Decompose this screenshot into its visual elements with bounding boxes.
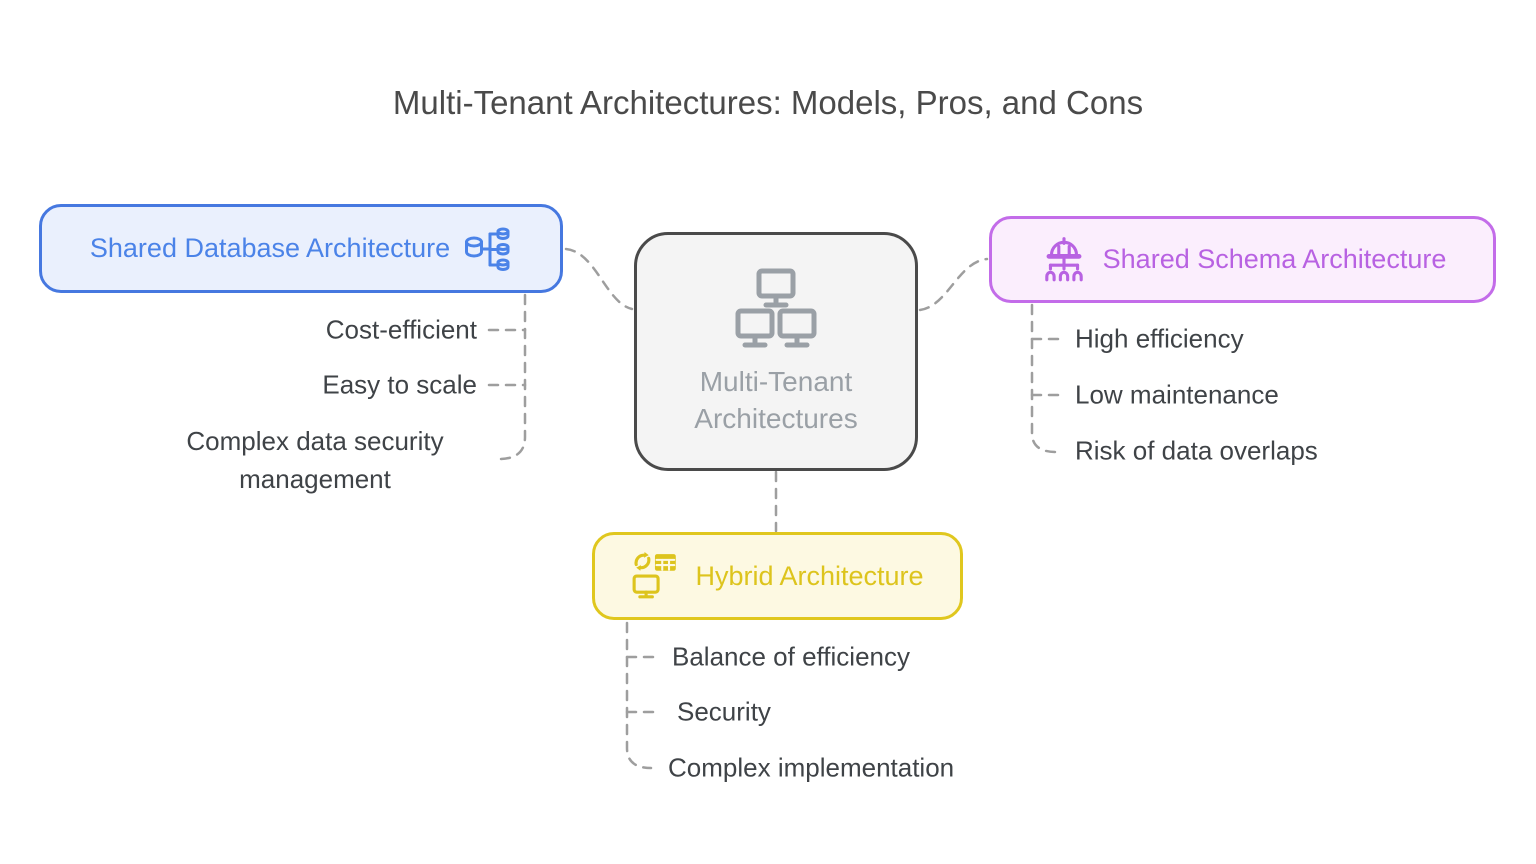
shared-schema-label: Shared Schema Architecture (1102, 244, 1447, 274)
shared-database-label: Shared Database Architecture (89, 233, 451, 263)
hybrid-branch-line (625, 621, 653, 770)
center-node-label-line1: Multi-Tenant (699, 365, 853, 397)
node-shared-database-architecture[interactable]: Shared Database Architecture (39, 204, 563, 293)
item-easy-to-scale: Easy to scale (322, 369, 477, 400)
connector-center-to-schema (918, 257, 989, 312)
page-title: Multi-Tenant Architectures: Models, Pros… (392, 84, 1144, 121)
schema-hierarchy-icon (1044, 236, 1083, 281)
connector-center-to-database (564, 247, 634, 311)
item-balance-of-efficiency: Balance of efficiency (672, 641, 910, 672)
node-shared-schema-architecture[interactable]: Shared Schema Architecture (989, 216, 1496, 303)
item-cost-efficient: Cost-efficient (325, 314, 477, 345)
node-multi-tenant-architectures[interactable]: Multi-Tenant Architectures (634, 232, 918, 471)
item-high-efficiency: High efficiency (1075, 323, 1244, 354)
schema-branch-line (1030, 303, 1058, 454)
item-low-maintenance: Low maintenance (1075, 379, 1279, 410)
network-computers-icon (735, 268, 817, 347)
item-complex-implementation: Complex implementation (668, 752, 955, 783)
hybrid-label: Hybrid Architecture (695, 560, 924, 591)
node-hybrid-architecture[interactable]: Hybrid Architecture (592, 532, 963, 620)
center-node-label-line2: Architectures (694, 402, 858, 434)
item-complex-data-security-management: Complex data security management (186, 426, 444, 494)
database-branch-line (499, 293, 527, 461)
item-risk-of-data-overlaps: Risk of data overlaps (1075, 435, 1318, 466)
sync-table-monitor-icon (633, 552, 677, 599)
sharded-database-icon (465, 227, 510, 271)
item-security: Security (677, 696, 771, 727)
